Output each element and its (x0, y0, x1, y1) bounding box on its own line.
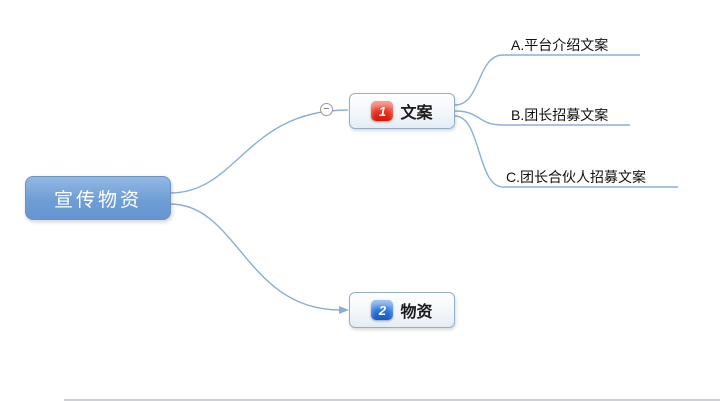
priority-2-icon: 2 (371, 300, 394, 320)
branch-node-wenan[interactable]: 1 文案 (349, 93, 455, 129)
child-node-leader-recruit[interactable]: B.团长招募文案 (511, 107, 609, 123)
canvas-bottom-edge (64, 399, 720, 401)
connector-root-to-wenan (169, 109, 349, 194)
connector-root-to-wuzi (169, 203, 341, 311)
child-node-platform-intro[interactable]: A.平台介绍文案 (511, 37, 609, 53)
connector-wenan-to-child-a (454, 54, 640, 106)
collapse-minus-icon[interactable]: − (320, 103, 333, 116)
minus-glyph: − (323, 103, 330, 115)
root-node[interactable]: 宣传物资 (25, 176, 171, 220)
branch-node-wenan-label: 文案 (400, 105, 433, 122)
arrowhead-icon (339, 306, 349, 314)
root-node-label: 宣传物资 (53, 189, 142, 211)
branch-node-wuzi[interactable]: 2 物资 (349, 292, 455, 328)
priority-1-icon: 1 (371, 101, 394, 121)
child-node-partner-recruit[interactable]: C.团长合伙人招募文案 (506, 169, 646, 185)
branch-node-wuzi-label: 物资 (400, 304, 433, 321)
